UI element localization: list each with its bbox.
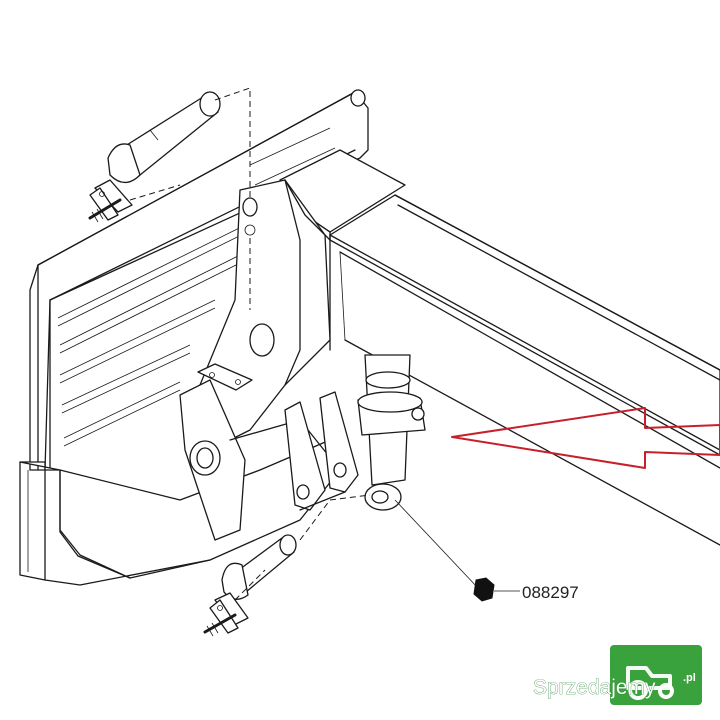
mounting-bracket bbox=[197, 179, 331, 441]
part-callout: 088297 bbox=[473, 577, 579, 602]
upper-pin-assembly bbox=[88, 91, 221, 223]
hexagon-icon bbox=[473, 577, 495, 602]
pivot-housing bbox=[179, 379, 341, 541]
lower-pin-assembly bbox=[203, 534, 297, 637]
watermark: Sprzedajemy .pl bbox=[533, 645, 702, 705]
watermark-text: Sprzedajemy bbox=[533, 676, 656, 699]
arrow-left-icon bbox=[451, 407, 720, 469]
watermark-domain: .pl bbox=[683, 672, 696, 684]
clevis-plates bbox=[284, 391, 359, 511]
hydraulic-cylinder bbox=[357, 354, 426, 511]
callout-leader-line bbox=[394, 499, 479, 589]
assembly-guide-lines bbox=[129, 87, 371, 601]
base-plate bbox=[19, 439, 341, 586]
part-number-label: 088297 bbox=[522, 583, 579, 602]
